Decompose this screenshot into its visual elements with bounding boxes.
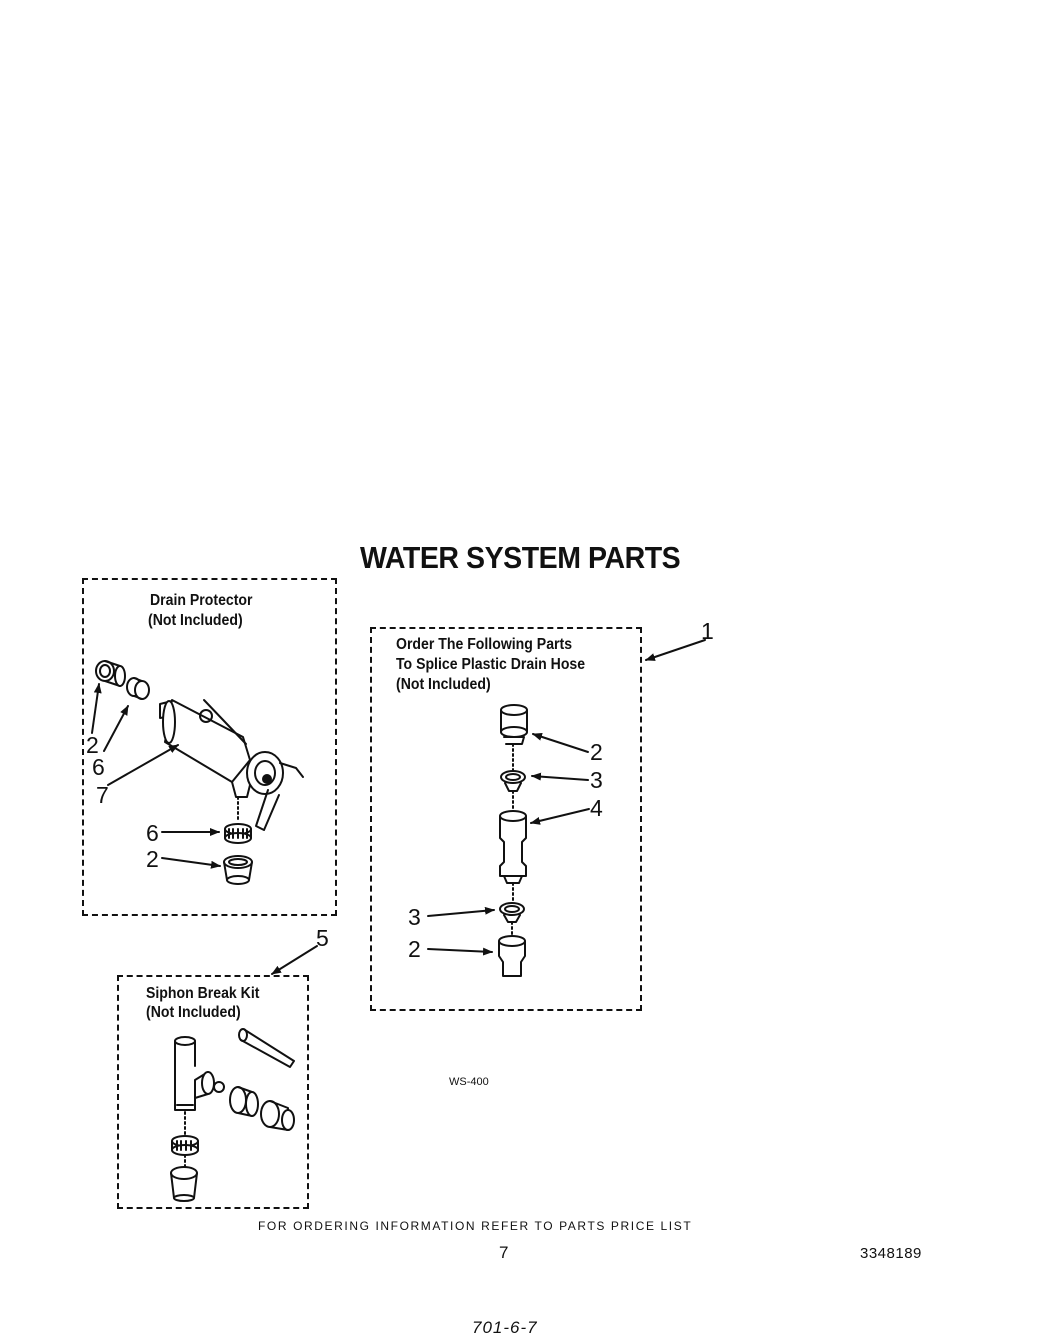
siphon-break-kit-label: Siphon Break Kit [146, 985, 260, 1002]
siphon-break-kit-illustration [170, 945, 318, 1202]
splice-callout-2-top: 2 [590, 739, 603, 765]
splice-callout-4: 4 [590, 795, 603, 821]
splice-coupling-top-part [500, 704, 528, 745]
drain-callout-6-top: 6 [92, 754, 105, 780]
siphon-break-kit-box [117, 975, 309, 1209]
siphon-side-fittings-part [213, 1081, 295, 1131]
ordering-note: FOR ORDERING INFORMATION REFER TO PARTS … [258, 1219, 693, 1233]
clamp-ring-part [126, 677, 150, 700]
drain-callout-6-bottom: 6 [146, 820, 159, 846]
part-number: 3348189 [860, 1245, 922, 1262]
drain-protector-label: Drain Protector [150, 592, 253, 609]
drain-callout-2-top: 2 [86, 732, 99, 758]
lower-coupling-part [223, 855, 253, 885]
splice-callout-3-bottom: 3 [408, 904, 421, 930]
splice-kit-label: Order The Following Parts [396, 636, 573, 653]
figure-code: WS-400 [449, 1076, 489, 1088]
drain-protector-illustration [91, 660, 304, 885]
splice-coupling-bottom-part [498, 935, 526, 977]
lower-clamp-ring-part [224, 823, 252, 844]
siphon-bottom-fittings-part [170, 1135, 199, 1202]
splice-kit-illustration [427, 639, 706, 977]
drain-protector-sublabel: (Not Included) [148, 612, 243, 629]
siphon-break-kit-sublabel: (Not Included) [146, 1004, 241, 1021]
coupling-part [95, 660, 126, 687]
siphon-rod-part [238, 1028, 295, 1068]
page-number: 7 [499, 1243, 509, 1262]
drain-protector-body-part [159, 699, 304, 831]
splice-connector-part [499, 810, 527, 884]
drain-callout-2-bottom: 2 [146, 846, 159, 872]
splice-callout-2-bottom: 2 [408, 936, 421, 962]
splice-kit-box [370, 627, 642, 1011]
splice-clamp-top-part [500, 770, 526, 792]
bottom-code: 701-6-7 [472, 1318, 538, 1334]
splice-kit-sublabel: (Not Included) [396, 676, 491, 693]
splice-kit-label-2: To Splice Plastic Drain Hose [396, 656, 586, 673]
splice-callout-3-top: 3 [590, 767, 603, 793]
splice-box-callout-1: 1 [701, 618, 714, 644]
splice-clamp-bottom-part [499, 902, 525, 923]
page-title: WATER SYSTEM PARTS [360, 540, 681, 575]
siphon-tee-part [174, 1036, 215, 1111]
drain-callout-7: 7 [96, 782, 109, 808]
siphon-box-callout-5: 5 [316, 925, 329, 951]
drain-protector-box [82, 578, 337, 916]
